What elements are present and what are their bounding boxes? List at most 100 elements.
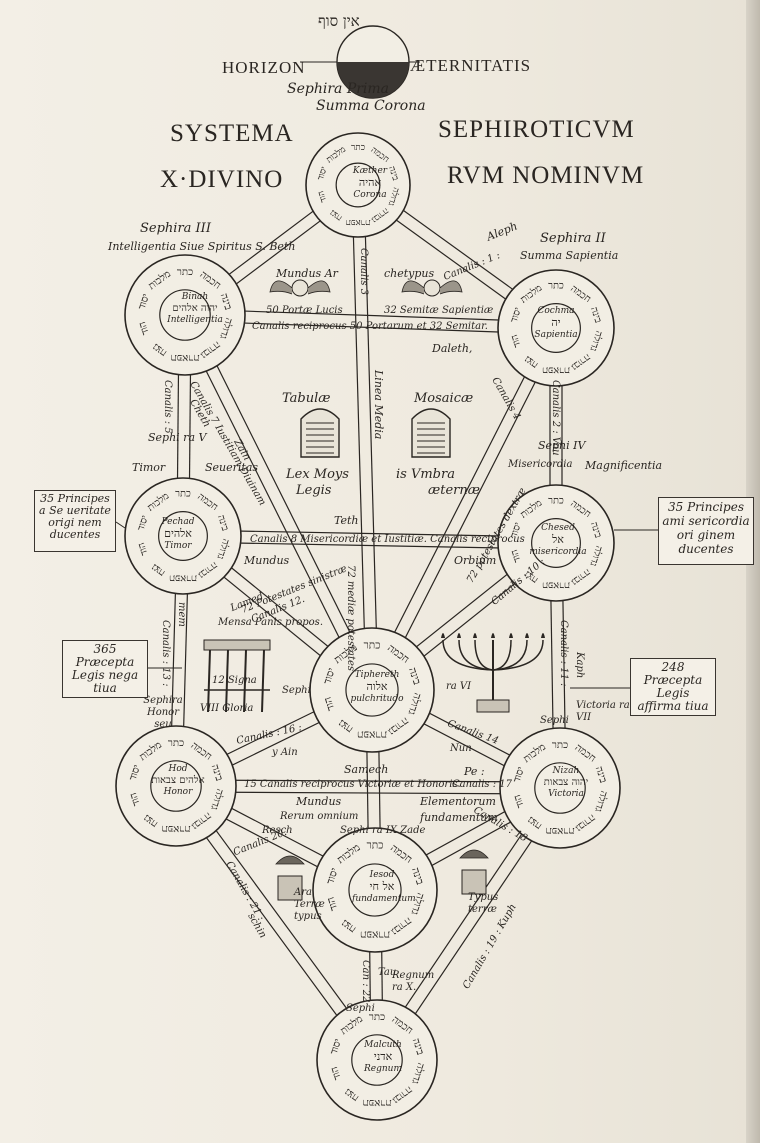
- label-canalis-3: Canalis 3: [358, 248, 369, 296]
- showbread-table-top: [203, 639, 271, 651]
- label-typus-terrae: Typus terræ: [468, 892, 499, 915]
- label-y-ain: y Ain: [272, 747, 298, 758]
- typus-terrae-figure: [459, 849, 489, 859]
- cherub-wing-left: [401, 280, 425, 295]
- sephira-iesod-ring-word: כתר: [367, 839, 384, 851]
- label-seueritas: Seueritas: [205, 461, 259, 474]
- typus-terrae-altar: [461, 869, 487, 895]
- sephira-malcuth-ring-word: הוד: [329, 1065, 344, 1081]
- label-resch: Resch: [262, 825, 293, 836]
- channel-pechad-chesed: [182, 541, 556, 550]
- sephira-pechad-ring-word: הוד: [136, 541, 150, 557]
- label-canalis-reciprocus-victoriae: 15 Canalis reciprocus Victoriæ et Honori…: [244, 779, 461, 790]
- sephira-iesod-ring-word: יסוד: [324, 866, 341, 886]
- label-canalis-11: Canalis : 11 :: [558, 620, 569, 687]
- sephira-tiphereth-ring-word: הוד: [322, 695, 338, 712]
- sephira-nizah-ring-word: הוד: [512, 793, 527, 809]
- label-nun: Nun: [450, 743, 472, 754]
- title-systema: SYSTEMA: [170, 120, 294, 147]
- menorah-flame: [473, 633, 477, 638]
- cherub-wing-left: [269, 280, 293, 295]
- sephira-iesod-inner: [348, 863, 402, 917]
- sephira-iesod-ring-word: תפארת: [360, 929, 390, 941]
- label-pe: Pe :: [464, 765, 485, 778]
- cherub-wing-right: [439, 280, 463, 295]
- sephira-cochma-ring-word: בינה: [588, 306, 604, 325]
- channel-binah-tiphereth: [179, 317, 368, 693]
- sephira-hod-ring-word: בינה: [209, 763, 225, 782]
- menorah-flame: [525, 633, 529, 638]
- sephira-nizah-ring-word: תפארת: [546, 825, 575, 836]
- sephira-kether-ring-word: בינה: [386, 165, 400, 182]
- label-sephi-ix: Sephi ra IX Zade: [340, 825, 426, 836]
- channel-cochma-tiphereth-b: [376, 330, 562, 693]
- label-magnificentia: Magnificentia: [585, 459, 663, 472]
- label-terrae: Terræ: [294, 899, 325, 910]
- sephira-pechad-ring-word: תפארת: [169, 572, 197, 583]
- menorah-base: [476, 699, 510, 713]
- label-sephi-left: Sephi: [282, 685, 311, 696]
- sephira-chesed-inner: [531, 518, 581, 568]
- label-viii-gloria: VIII Gloria: [200, 703, 254, 714]
- sephira-pechad-ring-word: בינה: [215, 514, 231, 533]
- label-legis: Legis: [296, 483, 332, 498]
- sephira-binah-ring-word: יסוד: [137, 292, 152, 311]
- channel-binah-tiphereth-b: [189, 312, 378, 688]
- showbread-table-leg: [225, 649, 229, 713]
- label-summa-sapientia: Summa Sapientia: [520, 249, 619, 262]
- label-canalis-reciprocus: Canalis reciprocus 50 Portarum et 32 Sem…: [252, 321, 488, 332]
- menorah-flame: [541, 633, 545, 638]
- label-linea-media: Linea Media: [372, 370, 385, 440]
- label-canalis-5: Canalis : 5: [162, 380, 173, 434]
- label-lex-moys: Lex Moys: [286, 467, 349, 482]
- channel-binah-cochma: [184, 320, 556, 335]
- menorah-flame: [441, 633, 445, 638]
- sephira-malcuth-ring-word: כתר: [369, 1012, 385, 1023]
- label-semitae: 32 Semitæ Sapientiæ: [384, 305, 494, 316]
- sephira-kether-inner: [335, 162, 381, 208]
- label-samech: Samech: [344, 763, 389, 776]
- sephira-nizah-ring-word: בינה: [593, 765, 609, 784]
- tablet-2: [411, 408, 451, 458]
- label-elementorum: Elementorum: [420, 795, 496, 808]
- sephira-tiphereth-ring-word: בינה: [406, 666, 423, 686]
- label-ara: Ara: [294, 887, 312, 898]
- sephira-cochma-ring-word: כתר: [548, 281, 564, 292]
- label-canalis-13: Canalis : 13 :: [160, 620, 171, 687]
- label-tau: Tau: [378, 967, 397, 978]
- label-can-22: Can : 22: [360, 960, 371, 1003]
- label-sephi-ra-v: Sephi ra V: [148, 431, 207, 444]
- sephira-malcuth-ring-word: בינה: [410, 1037, 426, 1056]
- cherub-head-2: [423, 279, 441, 297]
- label-canalis-2: Canalis 2 : Vau: [550, 380, 561, 456]
- channel-binah-cochma-b: [185, 308, 557, 323]
- sephira-pechad-ring-word: יסוד: [136, 514, 151, 532]
- label-mensa-panis: Mensa Panis propos.: [218, 617, 323, 628]
- label-canalis-17: Canalis : 17: [452, 779, 512, 790]
- menorah-flame: [457, 633, 461, 638]
- label-timor: Timor: [132, 461, 166, 474]
- label-fundamentum: fundamentum: [420, 811, 498, 824]
- sephira-binah-inner: [159, 289, 211, 341]
- showbread-table-leg: [261, 649, 265, 713]
- menorah-flame: [491, 633, 495, 638]
- sephira-chesed-ring-word: תפארת: [542, 579, 570, 590]
- label-orbium: Orbium: [454, 554, 497, 567]
- box-principes-misericordia: 35 Principes ami sericordia ori ginem du…: [658, 497, 754, 565]
- label-teth: Teth: [334, 514, 359, 527]
- cherub-head-1: [291, 279, 309, 297]
- label-regnum-x: Regnum ra X.: [392, 970, 435, 993]
- label-potestates-mediae: 72 mediæ potestates: [345, 565, 356, 672]
- label-canalis-misericordiae: Canalis 8 Misericordiæ et Iustitiæ. Cana…: [250, 534, 525, 545]
- box-connector-1: [115, 521, 126, 529]
- label-intelligentia: Intelligentia Siue Spiritus S. Beth: [108, 240, 296, 253]
- label-is-vmbra: is Vmbra: [396, 467, 455, 482]
- sephira-hod-ring-word: תפארת: [162, 823, 191, 834]
